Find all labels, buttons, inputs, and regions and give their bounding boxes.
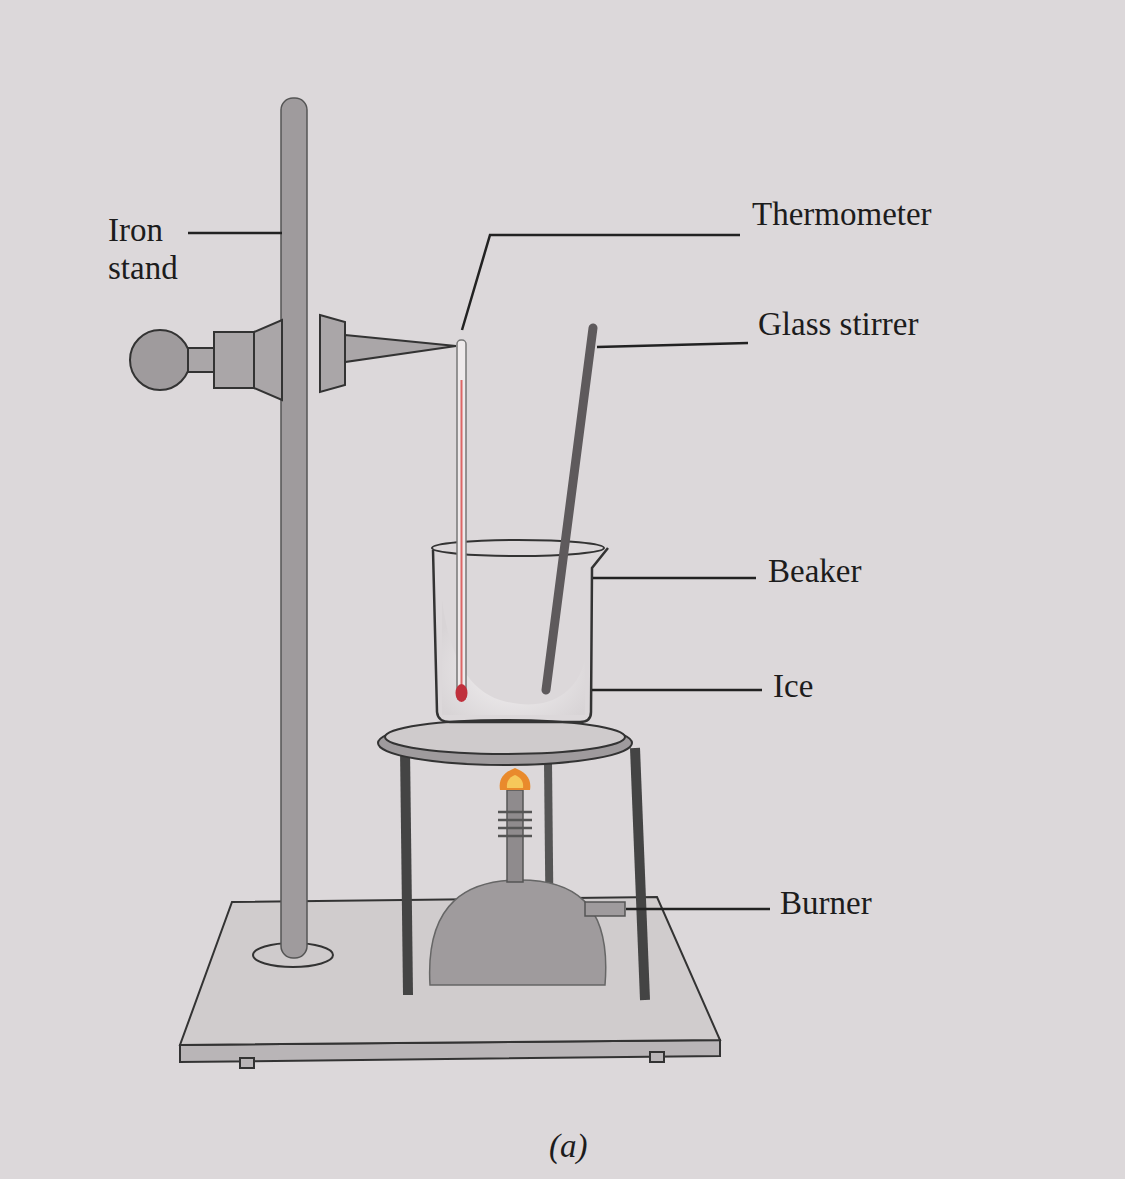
leader-line xyxy=(593,577,756,580)
leader-lines xyxy=(188,233,770,909)
burner xyxy=(430,768,625,985)
thermometer xyxy=(456,340,468,702)
glass-stirrer xyxy=(546,328,593,690)
part-label: Thermometer xyxy=(752,196,1082,234)
part-label: Glass stirrer xyxy=(758,306,1088,344)
clamp xyxy=(130,315,456,400)
leader-line xyxy=(626,908,770,911)
leader-line xyxy=(462,235,740,330)
part-label: Beaker xyxy=(768,553,1068,591)
leader-line xyxy=(597,343,748,347)
figure-caption: (a) xyxy=(549,1128,587,1166)
iron-stand xyxy=(253,98,333,967)
part-label: Burner xyxy=(780,885,1080,923)
part-label: Ice xyxy=(773,668,1073,706)
leader-line xyxy=(592,689,762,692)
tripod-stand xyxy=(378,720,645,1000)
leader-line xyxy=(188,232,282,235)
part-label: Iron stand xyxy=(108,212,218,288)
